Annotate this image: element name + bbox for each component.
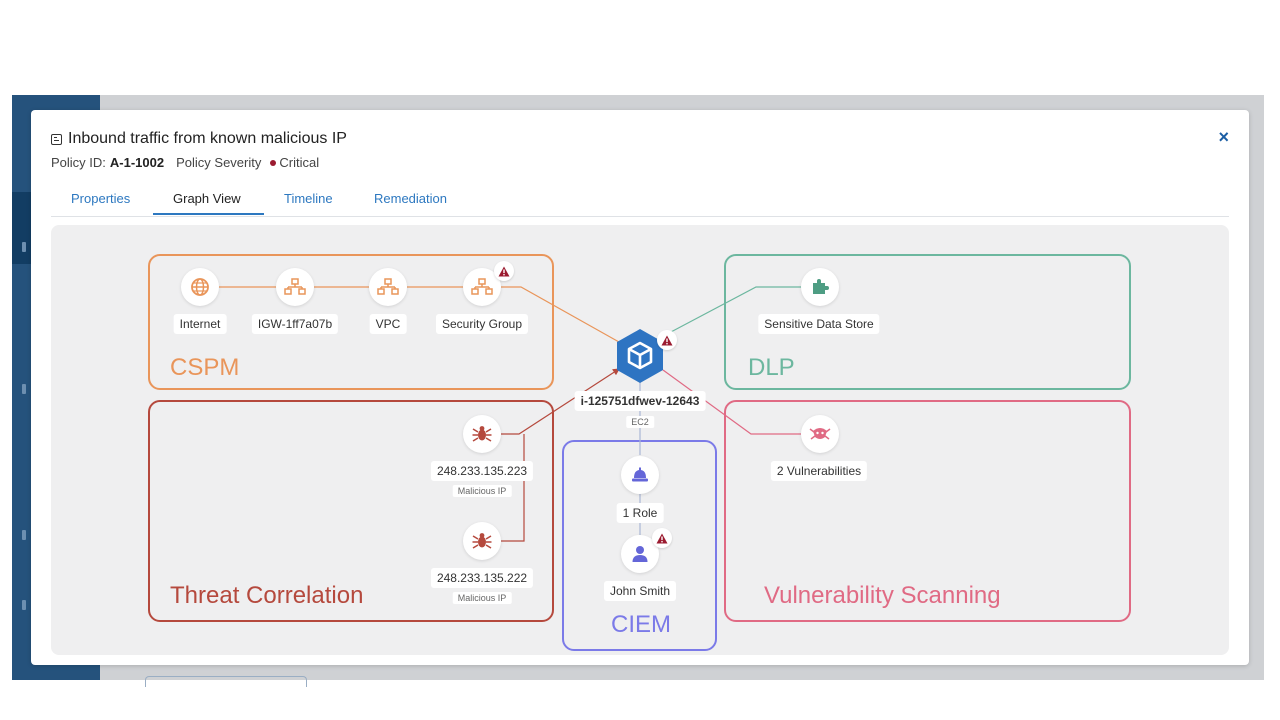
background-sidebar-tick: [22, 242, 26, 252]
node-role[interactable]: [621, 456, 659, 494]
user-icon: [632, 546, 648, 562]
network-icon: [377, 278, 399, 295]
background-sidebar-tick: [22, 600, 26, 610]
node-vpc-label: VPC: [369, 314, 407, 334]
edge-sg-instance: [501, 286, 620, 343]
tab-graph-view[interactable]: Graph View: [173, 191, 241, 206]
alert-detail-modal: Inbound traffic from known malicious IP …: [31, 110, 1249, 665]
node-instance-label: i-125751dfwev-12643: [574, 391, 706, 411]
bug-icon: [472, 533, 492, 549]
node-malicious-ip-2[interactable]: [463, 522, 501, 560]
background-sidebar-tick: [22, 530, 26, 540]
background-sidebar-tick: [22, 384, 26, 394]
policy-severity-label: Policy Severity: [176, 155, 262, 170]
node-role-label: 1 Role: [616, 503, 664, 523]
region-ciem-label: CIEM: [611, 611, 671, 638]
severity-dot-icon: [270, 159, 277, 166]
node-sensitive-data-store[interactable]: [801, 268, 839, 306]
puzzle-icon: [813, 279, 829, 294]
warning-icon: [498, 266, 510, 276]
vulnerability-icon: [809, 428, 831, 440]
network-icon: [471, 278, 493, 295]
close-button[interactable]: ×: [1218, 127, 1229, 147]
policy-id-value: A-1-1002: [109, 155, 165, 170]
node-malicious-ip-2-label: 248.233.135.222: [430, 568, 534, 588]
cube-icon: [627, 341, 653, 370]
node-malicious-ip-1-label: 248.233.135.223: [430, 461, 534, 481]
region-ciem: CIEM: [562, 440, 717, 651]
warning-icon: [661, 335, 673, 345]
region-threat-correlation: Threat Correlation: [148, 400, 554, 622]
node-security-group-warning: [494, 261, 514, 281]
background-card: [145, 676, 307, 687]
node-vulnerabilities[interactable]: [801, 415, 839, 453]
region-cspm: CSPM: [148, 254, 554, 390]
node-vpc[interactable]: [369, 268, 407, 306]
policy-meta: Policy ID: A-1-1002 Policy Severity Crit…: [51, 155, 319, 170]
node-malicious-ip-2-sublabel: Malicious IP: [452, 592, 512, 604]
region-dlp-label: DLP: [748, 354, 795, 381]
graph-canvas: CSPM DLP Threat Correlation Vulnerabilit…: [51, 225, 1229, 655]
network-icon: [284, 278, 306, 295]
node-user-label: John Smith: [603, 581, 677, 601]
edge-ip1-instance: [501, 368, 621, 435]
node-instance-sublabel: EC2: [626, 416, 654, 428]
region-vulnerability-label: Vulnerability Scanning: [764, 582, 1001, 609]
node-igw-label: IGW-1ff7a07b: [251, 314, 339, 334]
node-internet-label: Internet: [173, 314, 227, 334]
policy-severity-value: Critical: [279, 155, 320, 170]
region-cspm-label: CSPM: [170, 354, 240, 381]
node-vulnerabilities-label: 2 Vulnerabilities: [770, 461, 868, 481]
bug-icon: [472, 426, 492, 442]
node-igw[interactable]: [276, 268, 314, 306]
tab-timeline[interactable]: Timeline: [284, 191, 333, 206]
node-user-warning: [652, 528, 672, 548]
modal-title: Inbound traffic from known malicious IP: [68, 130, 347, 147]
globe-icon: [191, 278, 209, 296]
region-dlp: DLP: [724, 254, 1131, 390]
node-instance-warning: [657, 330, 677, 350]
warning-icon: [656, 533, 668, 543]
edge-instance-datastore: [668, 286, 802, 334]
node-malicious-ip-1-sublabel: Malicious IP: [452, 485, 512, 497]
node-security-group-label: Security Group: [435, 314, 529, 334]
node-instance[interactable]: [614, 327, 666, 385]
active-tab-indicator: [153, 213, 264, 215]
role-icon: [632, 467, 648, 482]
node-internet[interactable]: [181, 268, 219, 306]
region-vulnerability-scanning: Vulnerability Scanning: [724, 400, 1131, 622]
node-sensitive-data-label: Sensitive Data Store: [758, 314, 880, 334]
region-threat-label: Threat Correlation: [170, 582, 364, 609]
tab-bar: Properties Graph View Timeline Remediati…: [51, 185, 1229, 217]
modal-title-row: Inbound traffic from known malicious IP: [51, 130, 347, 148]
tab-properties[interactable]: Properties: [71, 191, 131, 206]
node-malicious-ip-1[interactable]: [463, 415, 501, 453]
policy-id-label: Policy ID:: [51, 155, 106, 170]
policy-icon: [51, 133, 62, 145]
tab-remediation[interactable]: Remediation: [374, 191, 447, 206]
